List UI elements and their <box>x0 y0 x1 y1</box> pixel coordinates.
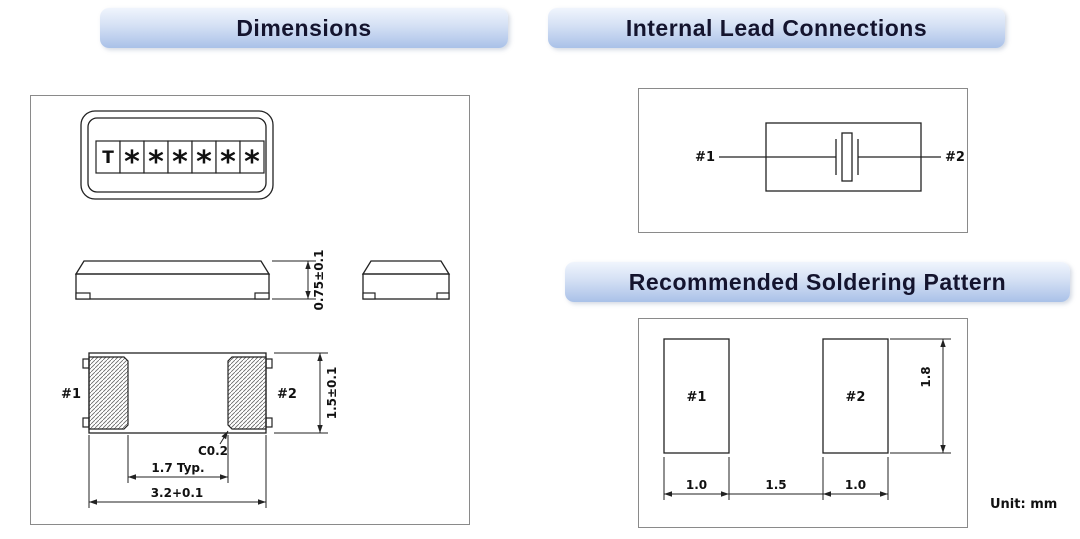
bottom-view: #1 #2 1.5±0.1 C0.2 1.7 Typ. 3. <box>61 352 339 508</box>
marking-char: * <box>124 145 140 180</box>
pad-gap-dimension-label: 1.7 Typ. <box>151 461 204 475</box>
internal-lead-header: Internal Lead Connections <box>548 8 1005 48</box>
side-terminal-left <box>75 292 91 300</box>
internal-lead-drawing: #1 #2 <box>695 122 965 192</box>
marking-char: * <box>244 145 260 180</box>
end-terminal-left <box>362 292 376 300</box>
soldering-pattern-header: Recommended Soldering Pattern <box>565 262 1070 302</box>
castellation <box>265 417 273 428</box>
pad2-label: #2 <box>277 387 297 402</box>
pad-height-dimension-label: 1.5±0.1 <box>325 367 339 420</box>
height-dimension-label: 0.75±0.1 <box>312 250 326 311</box>
dimensions-header: Dimensions <box>100 8 508 48</box>
soldering-pattern-title: Recommended Soldering Pattern <box>628 268 1007 295</box>
marking-cell <box>167 140 193 174</box>
marking-cell <box>119 140 145 174</box>
package-outline-outer <box>80 110 274 200</box>
soldering-pattern-drawing: #1 #2 1.0 1.5 1.0 1.8 <box>663 338 951 500</box>
pad-gap-label: 1.5 <box>765 478 786 492</box>
internal-lead-title: Internal Lead Connections <box>625 14 928 41</box>
solder-pads: #1 #2 <box>663 338 889 454</box>
pad1-width-label: 1.0 <box>686 478 707 492</box>
side-base <box>75 273 270 300</box>
marking-cell <box>239 140 265 174</box>
castellation <box>265 358 273 369</box>
end-terminal-right <box>436 292 450 300</box>
chamfer-label: C0.2 <box>198 444 228 458</box>
marking-char: * <box>148 145 164 180</box>
side-lid <box>74 260 271 275</box>
horizontal-dimensions: 1.0 1.5 1.0 <box>663 457 889 500</box>
unit-label: Unit: mm <box>990 497 1058 512</box>
dimensions-title: Dimensions <box>236 14 372 41</box>
marking-cells: T * * * * * * <box>95 140 265 180</box>
pad1-electrode <box>88 356 129 430</box>
crystal-element <box>841 132 853 182</box>
lead1-label: #1 <box>695 150 715 165</box>
marking-char: T <box>102 148 114 168</box>
pad-height-label: 1.8 <box>919 366 933 387</box>
overall-width-dimension-label: 3.2+0.1 <box>151 486 204 500</box>
end-view <box>361 260 451 300</box>
marking-char: * <box>220 145 236 180</box>
internal-lead-panel: #1 #2 <box>638 88 968 233</box>
marking-cell <box>191 140 217 174</box>
marking-char: * <box>172 145 188 180</box>
lead2-label: #2 <box>945 150 965 165</box>
soldering-pattern-panel: #1 #2 1.0 1.5 1.0 1.8 <box>638 318 968 528</box>
end-base <box>362 273 450 300</box>
side-view: 0.75±0.1 <box>74 250 326 311</box>
marking-char: * <box>196 145 212 180</box>
solder-pad-2 <box>822 338 889 454</box>
castellation <box>82 358 90 369</box>
chamfer-leader-line <box>219 430 229 445</box>
top-view: T * * * * * * <box>80 110 274 200</box>
vertical-dimension: 1.8 <box>890 338 951 454</box>
pad2-electrode <box>227 356 267 430</box>
dimensions-panel: T * * * * * * 0.75±0.1 <box>30 95 470 525</box>
pad1-label: #1 <box>61 387 81 402</box>
dimensions-drawing: T * * * * * * 0.75±0.1 <box>61 110 451 508</box>
marking-cell <box>215 140 241 174</box>
solder-pad1-label: #1 <box>687 390 707 405</box>
castellation <box>82 417 90 428</box>
solder-pad2-label: #2 <box>846 390 866 405</box>
end-lid <box>361 260 451 275</box>
side-terminal-right <box>254 292 270 300</box>
solder-pad-1 <box>663 338 730 454</box>
pad2-width-label: 1.0 <box>845 478 866 492</box>
crystal-schematic: #1 #2 <box>695 122 965 192</box>
package-outline-inner <box>87 117 267 193</box>
